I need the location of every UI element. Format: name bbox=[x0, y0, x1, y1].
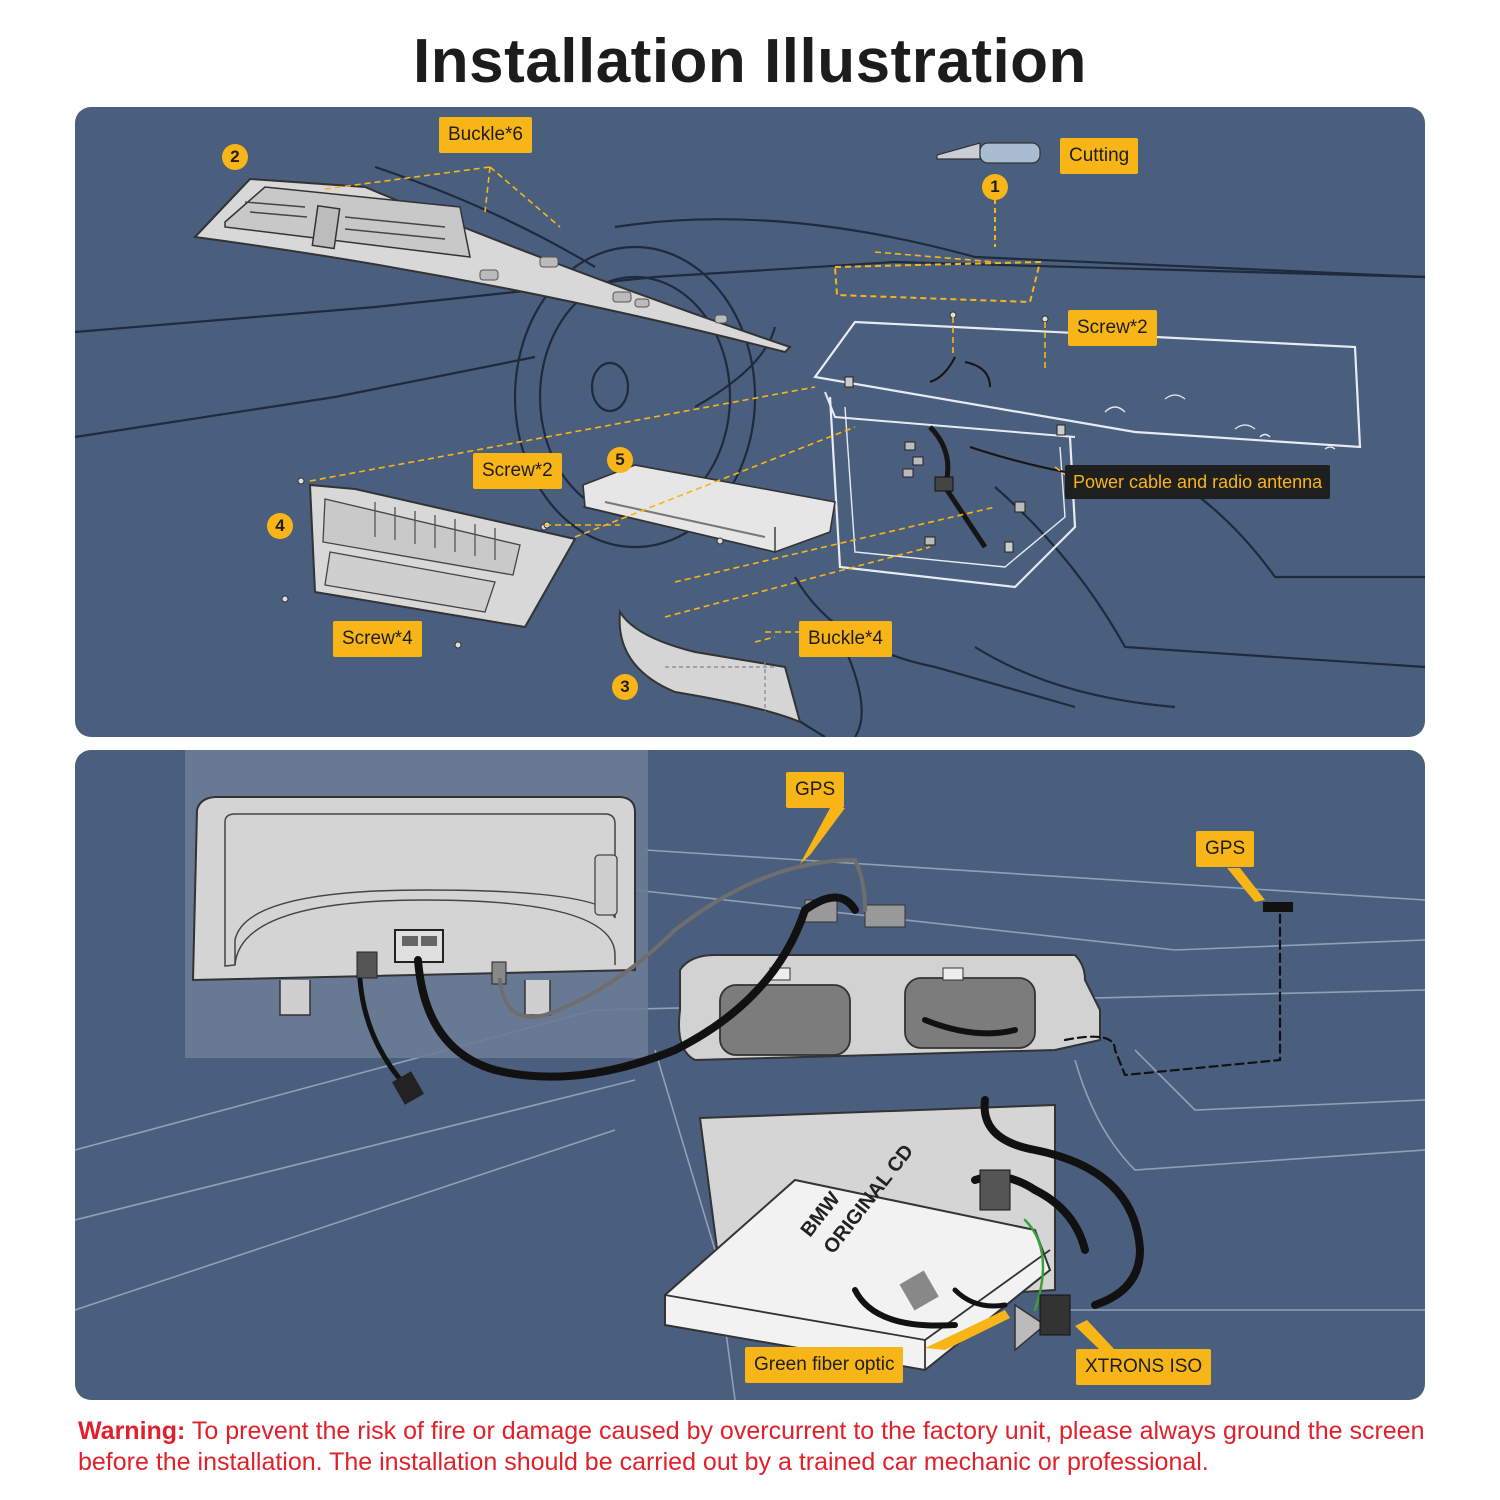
step-1-marker: 1 bbox=[982, 174, 1008, 200]
disassembly-drawing bbox=[75, 142, 1425, 737]
buckle-6-label: Buckle*6 bbox=[439, 117, 532, 153]
cutting-knife-icon bbox=[936, 142, 1041, 164]
cutting-area-outline bbox=[833, 199, 1042, 304]
head-unit-chassis bbox=[582, 464, 836, 553]
warning-text: To prevent the risk of fire or damage ca… bbox=[78, 1417, 1425, 1476]
page-title: Installation Illustration bbox=[413, 27, 1087, 96]
dash-bezel-trim bbox=[678, 899, 1101, 1062]
green-fiber-optic-label: Green fiber optic bbox=[745, 1347, 904, 1383]
screw-2-left-label: Screw*2 bbox=[473, 453, 562, 489]
step-3-marker: 3 bbox=[612, 674, 638, 700]
wiring-drawing: BMW ORIGINAL CD bbox=[75, 750, 1425, 1400]
warning-notice: Warning: To prevent the risk of fire or … bbox=[78, 1416, 1428, 1478]
step-2-marker: 2 bbox=[222, 144, 248, 170]
cutting-label: Cutting bbox=[1060, 138, 1139, 174]
xtrons-iso-label: XTRONS ISO bbox=[1076, 1349, 1212, 1385]
warning-label: Warning: bbox=[78, 1417, 186, 1445]
screen-rear-housing bbox=[191, 796, 636, 1016]
step-4-marker: 4 bbox=[267, 513, 293, 539]
gps-label-right: GPS bbox=[1196, 831, 1255, 867]
buckle-4-label: Buckle*4 bbox=[799, 621, 892, 657]
screw-icon bbox=[281, 311, 1049, 649]
climate-control-panel bbox=[308, 483, 577, 629]
step-5-marker: 5 bbox=[607, 447, 633, 473]
power-cable-label: Power cable and radio antenna bbox=[1065, 465, 1331, 499]
wiring-illustration-panel: BMW ORIGINAL CD bbox=[75, 750, 1425, 1400]
screw-2-right-label: Screw*2 bbox=[1068, 310, 1157, 346]
screen-housing-frame bbox=[813, 320, 1362, 589]
gps-antenna-module bbox=[1263, 902, 1293, 912]
disassembly-illustration-panel: Buckle*6 Cutting Screw*2 Screw*2 Power c… bbox=[75, 107, 1425, 737]
gps-label-left: GPS bbox=[786, 772, 845, 808]
screw-4-label: Screw*4 bbox=[333, 621, 422, 657]
lower-trim-piece bbox=[618, 608, 802, 724]
upper-vent-trim-panel bbox=[192, 177, 792, 354]
